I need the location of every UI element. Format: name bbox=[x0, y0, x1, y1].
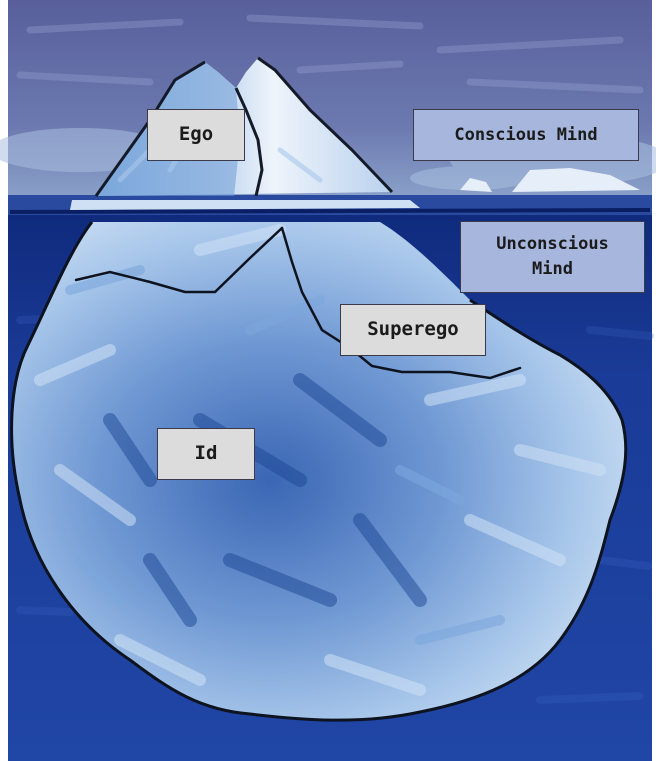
ego-label: Ego bbox=[147, 109, 245, 161]
id-label: Id bbox=[157, 428, 255, 480]
unconscious-mind-label: Unconscious Mind bbox=[460, 221, 645, 293]
conscious-mind-label: Conscious Mind bbox=[413, 109, 639, 161]
superego-label: Superego bbox=[340, 304, 486, 356]
